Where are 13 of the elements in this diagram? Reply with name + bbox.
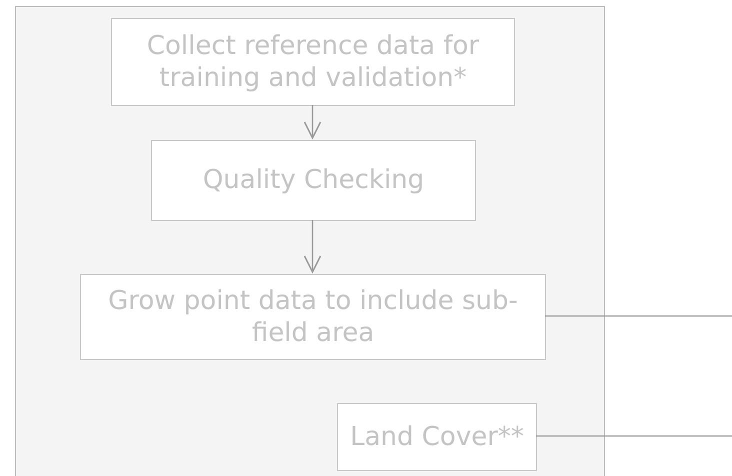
connector-line	[536, 435, 732, 437]
connector-line	[545, 315, 732, 317]
process-box	[80, 274, 546, 360]
arrow	[304, 220, 322, 273]
panel-background	[15, 6, 605, 476]
process-box	[337, 403, 537, 471]
step-label: Land Cover**	[350, 420, 524, 454]
process-box	[151, 140, 476, 221]
arrow	[304, 105, 322, 139]
step-label: Quality Checking	[202, 164, 424, 197]
step-label: Collect reference data for training and validation*	[146, 30, 480, 94]
process-box	[111, 18, 515, 106]
step-label: Grow point data to include sub-field area	[107, 284, 519, 350]
